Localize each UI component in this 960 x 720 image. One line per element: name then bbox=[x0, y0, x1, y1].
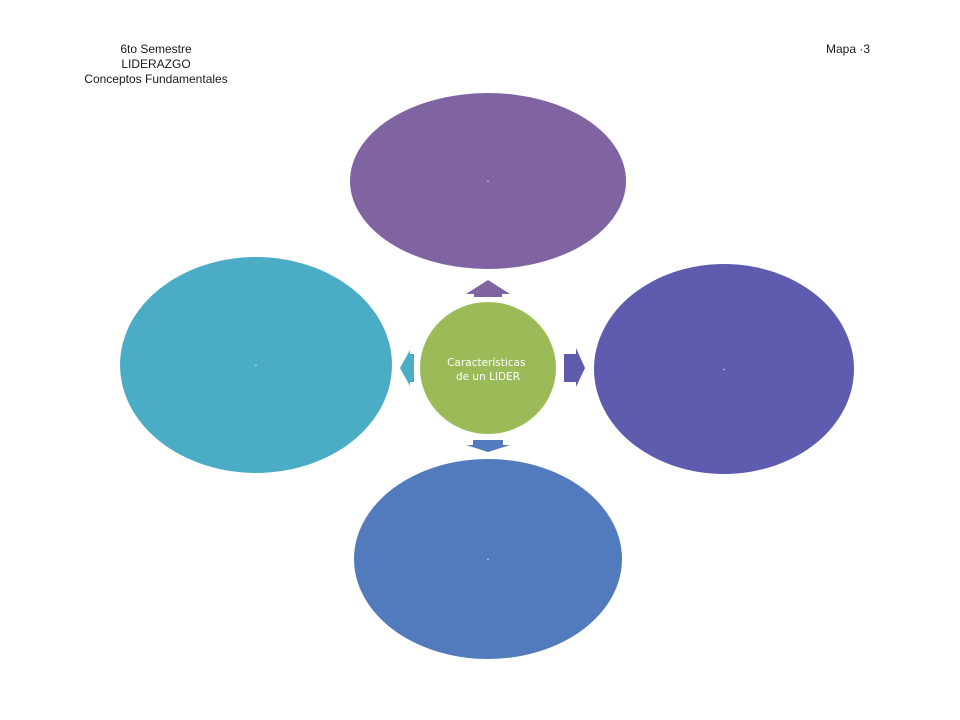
center-node-line2: de un LIDER bbox=[456, 371, 520, 383]
center-node-label: Características de un LIDER bbox=[447, 357, 529, 383]
node-top bbox=[350, 93, 626, 269]
center-node-line1: Características bbox=[447, 357, 525, 369]
node-right bbox=[594, 264, 854, 474]
map-number-label: Mapa ·3 bbox=[825, 42, 870, 56]
arrow-right bbox=[564, 348, 585, 387]
node-right-label: · bbox=[722, 365, 725, 376]
header-block: 6to Semestre LIDERAZGO Conceptos Fundame… bbox=[56, 42, 256, 87]
arrow-left bbox=[400, 350, 414, 386]
node-left bbox=[120, 257, 392, 473]
topic-label: Conceptos Fundamentales bbox=[84, 72, 228, 86]
node-top-label: · bbox=[486, 177, 489, 188]
arrow-down bbox=[466, 440, 510, 452]
arrow-up bbox=[466, 280, 510, 297]
node-bottom bbox=[354, 459, 622, 659]
semester-label: 6to Semestre bbox=[120, 42, 192, 56]
node-left-label: · bbox=[254, 361, 257, 372]
subject-label: LIDERAZGO bbox=[121, 57, 191, 71]
node-bottom-label: · bbox=[486, 555, 489, 566]
center-node bbox=[420, 302, 556, 434]
